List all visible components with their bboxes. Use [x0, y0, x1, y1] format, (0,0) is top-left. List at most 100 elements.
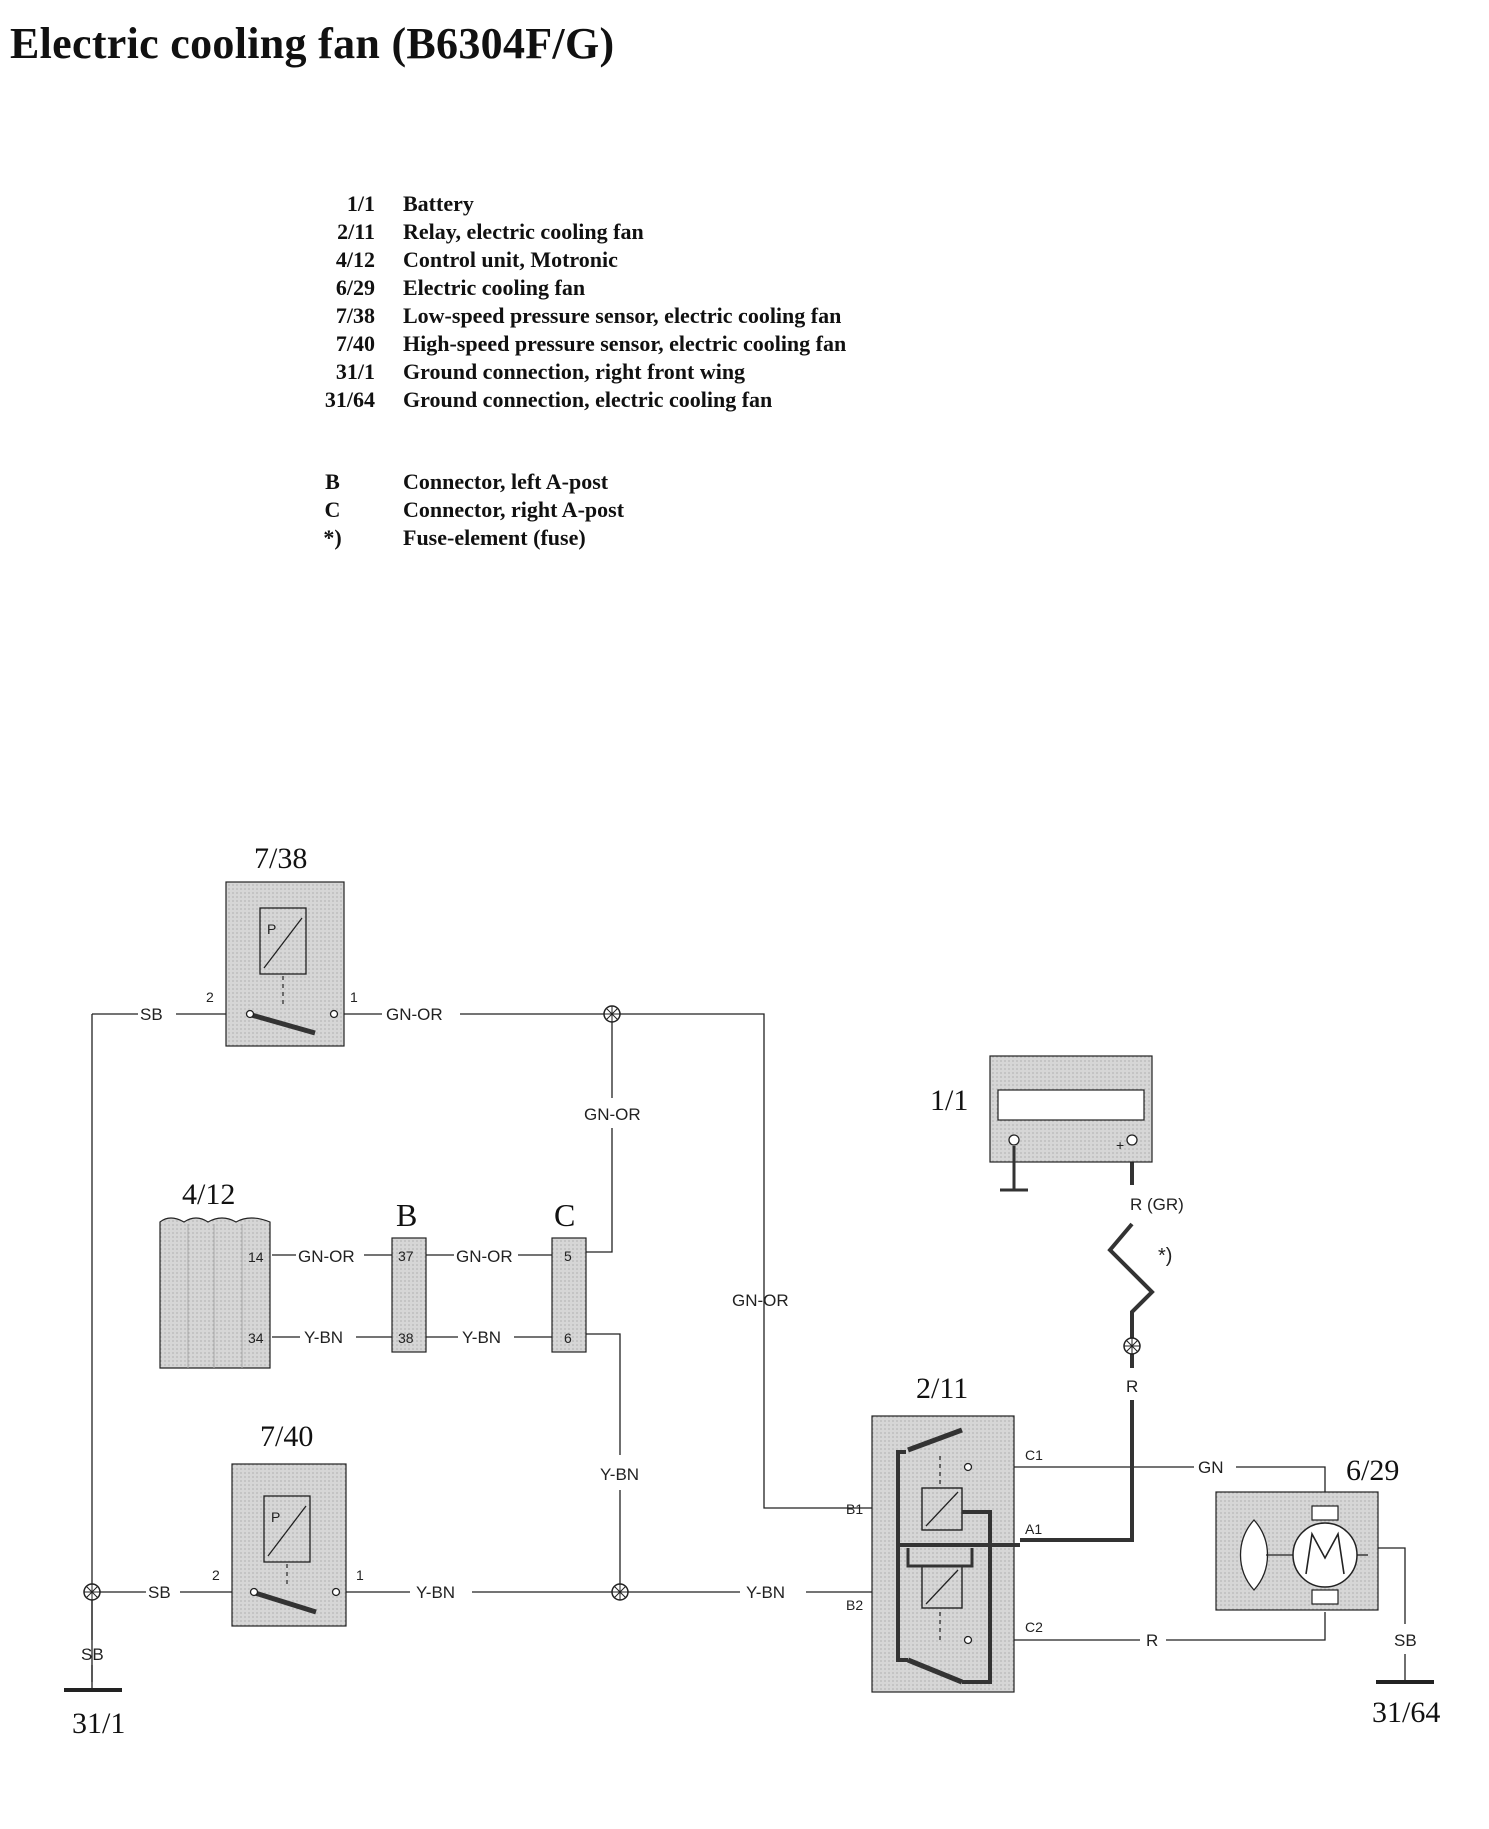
legend-code: 4/12	[335, 247, 375, 272]
legend-code: 31/64	[324, 387, 375, 412]
wire-label-sb: SB	[148, 1583, 171, 1602]
wire-y-bn-vertical	[586, 1333, 621, 1592]
pin-2-label: 2	[212, 1567, 220, 1583]
legend-row: *) Fuse-element (fuse)	[300, 524, 624, 552]
legend-label: Electric cooling fan	[403, 275, 586, 300]
wire-label-gn: GN	[1198, 1458, 1224, 1477]
component-label-6-29: 6/29	[1346, 1454, 1399, 1487]
legend-code: 2/11	[337, 219, 375, 244]
legend-row: 7/38 Low-speed pressure sensor, electric …	[300, 302, 846, 330]
wire-sb-fan-ground	[1368, 1547, 1406, 1680]
sensor-7-38: 7/38 P 2 1	[206, 842, 358, 1047]
pin-34-label: 34	[248, 1330, 264, 1346]
sensor-p-label: P	[267, 921, 276, 937]
wire-label-gn-or: GN-OR	[584, 1105, 641, 1124]
legend-row: 1/1 Battery	[300, 190, 846, 218]
legend-row: C Connector, right A-post	[300, 496, 624, 524]
sensor-p-label: P	[271, 1509, 280, 1525]
pin-b1-label: B1	[846, 1501, 863, 1517]
fuse-element	[1107, 1222, 1155, 1340]
legend-label: Ground connection, electric cooling fan	[403, 387, 773, 412]
page-title: Electric cooling fan (B6304F/G)	[10, 19, 615, 68]
legend-code: 7/40	[335, 331, 375, 356]
pin-c2-label: C2	[1025, 1619, 1043, 1635]
fuse-label: *)	[1158, 1245, 1172, 1267]
battery-1-1: 1/1 +	[930, 1055, 1153, 1192]
component-label-4-12: 4/12	[182, 1178, 235, 1211]
pin-c1-label: C1	[1025, 1447, 1043, 1463]
junction-dot	[611, 1583, 629, 1601]
legend-row: B Connector, left A-post	[300, 468, 624, 496]
wire-label-gn-or: GN-OR	[386, 1005, 443, 1024]
legend-label: Fuse-element (fuse)	[403, 525, 586, 550]
wire-label-y-bn: Y-BN	[304, 1328, 343, 1347]
wire-label-gn-or: GN-OR	[456, 1247, 513, 1266]
relay-2-11: 2/11 C1 A1 C2 B1 B2	[846, 1372, 1043, 1693]
ground-31-64: SB 31/64	[1372, 1631, 1440, 1729]
pin-14-label: 14	[248, 1249, 264, 1265]
connector-b-label: B	[396, 1197, 417, 1233]
wire-label-r-gr: R (GR)	[1130, 1195, 1184, 1214]
connector-b: B 37 38	[391, 1197, 427, 1353]
wire-label-y-bn: Y-BN	[600, 1465, 639, 1484]
pin-6-label: 6	[564, 1330, 572, 1346]
pin-1-label: 1	[350, 989, 358, 1005]
wire-label-r: R	[1146, 1631, 1158, 1650]
wire-label-r: R	[1126, 1377, 1138, 1396]
wire-label-y-bn: Y-BN	[746, 1583, 785, 1602]
legend-label: Relay, electric cooling fan	[403, 219, 644, 244]
control-unit-4-12: 4/12 14 34	[159, 1178, 271, 1369]
legend-code: 7/38	[335, 303, 375, 328]
wire-label-sb: SB	[140, 1005, 163, 1024]
wire-label-gn-or: GN-OR	[732, 1291, 789, 1310]
wire-label-sb: SB	[81, 1645, 104, 1664]
component-label-1-1: 1/1	[930, 1084, 968, 1117]
legend-row: 31/64 Ground connection, electric cooling…	[300, 386, 846, 414]
fan-6-29: 6/29	[1215, 1454, 1399, 1611]
wire-label-y-bn: Y-BN	[416, 1583, 455, 1602]
component-legend: 1/1 Battery 2/11 Relay, electric cooling f…	[300, 190, 846, 414]
wire-labels: SB SB GN-OR GN-OR GN-OR GN-OR GN-OR Y-BN…	[140, 1005, 1224, 1650]
component-label-7-40: 7/40	[260, 1420, 313, 1453]
ground-label-31-64: 31/64	[1372, 1696, 1440, 1729]
legend-row: 4/12 Control unit, Motronic	[300, 246, 846, 274]
battery-feed	[1020, 1131, 1155, 1542]
battery-plus-label: +	[1116, 1137, 1124, 1153]
pin-2-label: 2	[206, 989, 214, 1005]
pin-a1-label: A1	[1025, 1521, 1042, 1537]
legend-code: *)	[323, 525, 342, 550]
legend-label: Connector, right A-post	[403, 497, 625, 522]
legend-row: 7/40 High-speed pressure sensor, electric…	[300, 330, 846, 358]
pin-37-label: 37	[398, 1248, 414, 1264]
junction-dot	[83, 1583, 101, 1601]
wire-gn-c1	[972, 1466, 1326, 1492]
wire-r-relay	[1020, 1352, 1134, 1542]
legend-label: Control unit, Motronic	[403, 247, 618, 272]
legend-code: C	[324, 497, 341, 522]
junction-dot	[603, 1005, 621, 1023]
legend-label: Ground connection, right front wing	[403, 359, 746, 384]
wire-label-sb: SB	[1394, 1631, 1417, 1650]
ground-31-1: SB 31/1	[64, 1645, 125, 1740]
ground-label-31-1: 31/1	[72, 1707, 125, 1740]
connector-c: C 5 6	[551, 1197, 587, 1353]
connector-c-label: C	[554, 1197, 575, 1233]
legend-label: Connector, left A-post	[403, 469, 609, 494]
legend-label: Low-speed pressure sensor, electric cool…	[403, 303, 842, 328]
legend-label: Battery	[403, 191, 474, 216]
pin-5-label: 5	[564, 1248, 572, 1264]
pin-38-label: 38	[398, 1330, 414, 1346]
junction-dot	[1123, 1337, 1141, 1355]
wire-label-y-bn: Y-BN	[462, 1328, 501, 1347]
junctions	[83, 1005, 1141, 1601]
legend-code: 6/29	[335, 275, 375, 300]
legend-code: B	[325, 469, 340, 494]
pin-b2-label: B2	[846, 1597, 863, 1613]
legend-code: 1/1	[346, 191, 375, 216]
pin-1-label: 1	[356, 1567, 364, 1583]
legend-row: 2/11 Relay, electric cooling fan	[300, 218, 846, 246]
legend-row: 6/29 Electric cooling fan	[300, 274, 846, 302]
legend-label: High-speed pressure sensor, electric coo…	[403, 331, 847, 356]
